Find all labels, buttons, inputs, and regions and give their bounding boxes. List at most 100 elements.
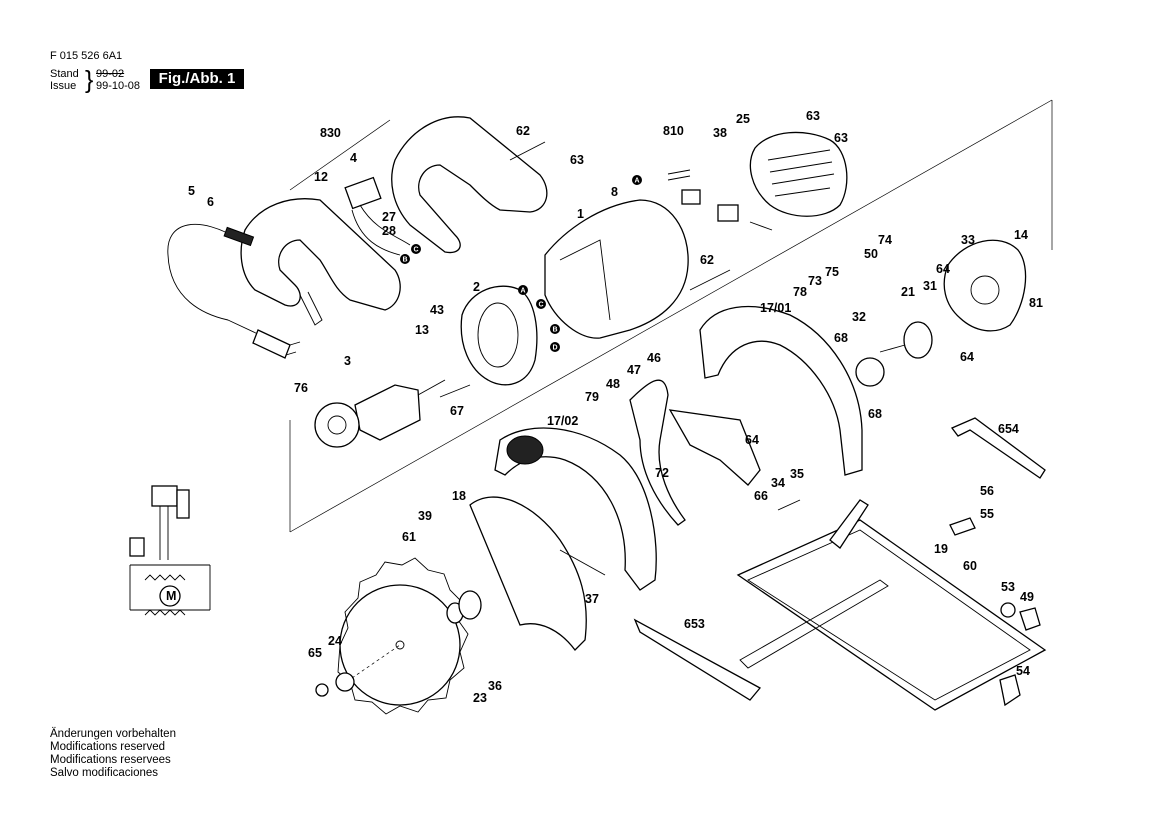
blade-flange-bolt [315,644,401,697]
part-label: 46 [647,351,661,365]
note-fr: Modifications reservees [50,754,171,766]
svg-text:B: B [553,327,558,334]
svg-text:A: A [635,178,640,185]
part-label: 81 [1029,296,1043,310]
connector-b [400,254,410,264]
part-label: 78 [793,285,807,299]
part-label: 48 [606,377,620,391]
part-label: 54 [1016,664,1030,678]
part-label: 63 [834,131,848,145]
brush-holders [667,169,773,231]
part-label: 62 [700,253,714,267]
part-label: 68 [868,407,882,421]
part-label: 27 [382,210,396,224]
stand-date: 99-02 [96,68,125,80]
wrench [950,417,1046,479]
part-label: 72 [655,466,669,480]
part-label: 39 [418,509,432,523]
part-label: 76 [294,381,308,395]
connector-a [518,285,528,295]
part-label: 31 [923,279,937,293]
part-label: 61 [402,530,416,544]
handle-housing [240,198,401,326]
part-label: 43 [430,303,444,317]
note-en: Modifications reserved [50,741,166,753]
issue-date: 99-10-08 [96,80,141,92]
armature [314,379,446,448]
brace-icon: } [85,66,94,94]
connector-a [632,175,642,185]
part-label: 830 [320,126,341,140]
gear-case [943,239,1027,332]
part-label: 55 [980,507,994,521]
part-label: 62 [516,124,530,138]
svg-text:A: A [521,288,526,295]
svg-text:C: C [414,247,419,254]
svg-text:C: C [539,302,544,309]
part-label: 38 [713,126,727,140]
part-label: 66 [754,489,768,503]
svg-text:B: B [403,257,408,264]
connector-markers: A A B B C C D [400,175,642,352]
part-label: 4 [350,151,357,165]
knobs [949,517,1041,707]
power-cable [167,224,301,359]
base-plate [736,499,1047,711]
part-label: 28 [382,224,396,238]
stand-label: Stand [50,68,79,80]
motor-symbol: M [166,589,176,603]
part-label: 37 [585,592,599,606]
lever-arms [629,379,761,526]
part-label: 23 [473,691,487,705]
part-label: 60 [963,559,977,573]
part-label: 50 [864,247,878,261]
part-label: 49 [1020,590,1034,604]
part-label: 79 [585,390,599,404]
part-label: 21 [901,285,915,299]
bracket-830 [289,119,391,191]
circuit-schematic: M [129,485,211,616]
part-label: 75 [825,265,839,279]
part-label: 65 [308,646,322,660]
part-label: 33 [961,233,975,247]
modification-notes: Änderungen vorbehalten Modifications res… [50,728,176,780]
part-label: 47 [627,363,641,377]
stator [460,285,538,386]
svg-text:D: D [553,345,558,352]
note-de: Änderungen vorbehalten [50,728,176,740]
part-label: 35 [790,467,804,481]
part-label: 64 [960,350,974,364]
part-label: 32 [852,310,866,324]
part-label: 1 [577,207,584,221]
fan-cover [749,131,848,217]
document-number: F 015 526 6A1 [50,50,123,62]
figure-badge: Fig./Abb. 1 [150,69,244,89]
part-label: 67 [450,404,464,418]
part-label: 6 [207,195,214,209]
spindle-gear [855,321,933,387]
part-label: 654 [998,422,1019,436]
part-label: 12 [314,170,328,184]
part-label: 63 [806,109,820,123]
part-label: 25 [736,112,750,126]
part-label: 14 [1014,228,1028,242]
screws [439,141,801,576]
part-label: 17/02 [547,414,578,428]
part-label: 73 [808,274,822,288]
part-label: 810 [663,124,684,138]
separator-line-lower [289,99,1053,533]
saw-blade [337,557,469,715]
lower-blade-guard [469,427,657,651]
issue-label: Issue [50,80,77,92]
upper-blade-guard [699,305,863,476]
part-label: 24 [328,634,342,648]
part-label: 3 [344,354,351,368]
part-label: 653 [684,617,705,631]
part-label: 53 [1001,580,1015,594]
connector-d [550,342,560,352]
part-label: 13 [415,323,429,337]
part-labels: 830 4 12 5 6 27 28 62 63 810 38 25 63 63… [188,109,1043,705]
part-label: 8 [611,185,618,199]
part-label: 63 [570,153,584,167]
